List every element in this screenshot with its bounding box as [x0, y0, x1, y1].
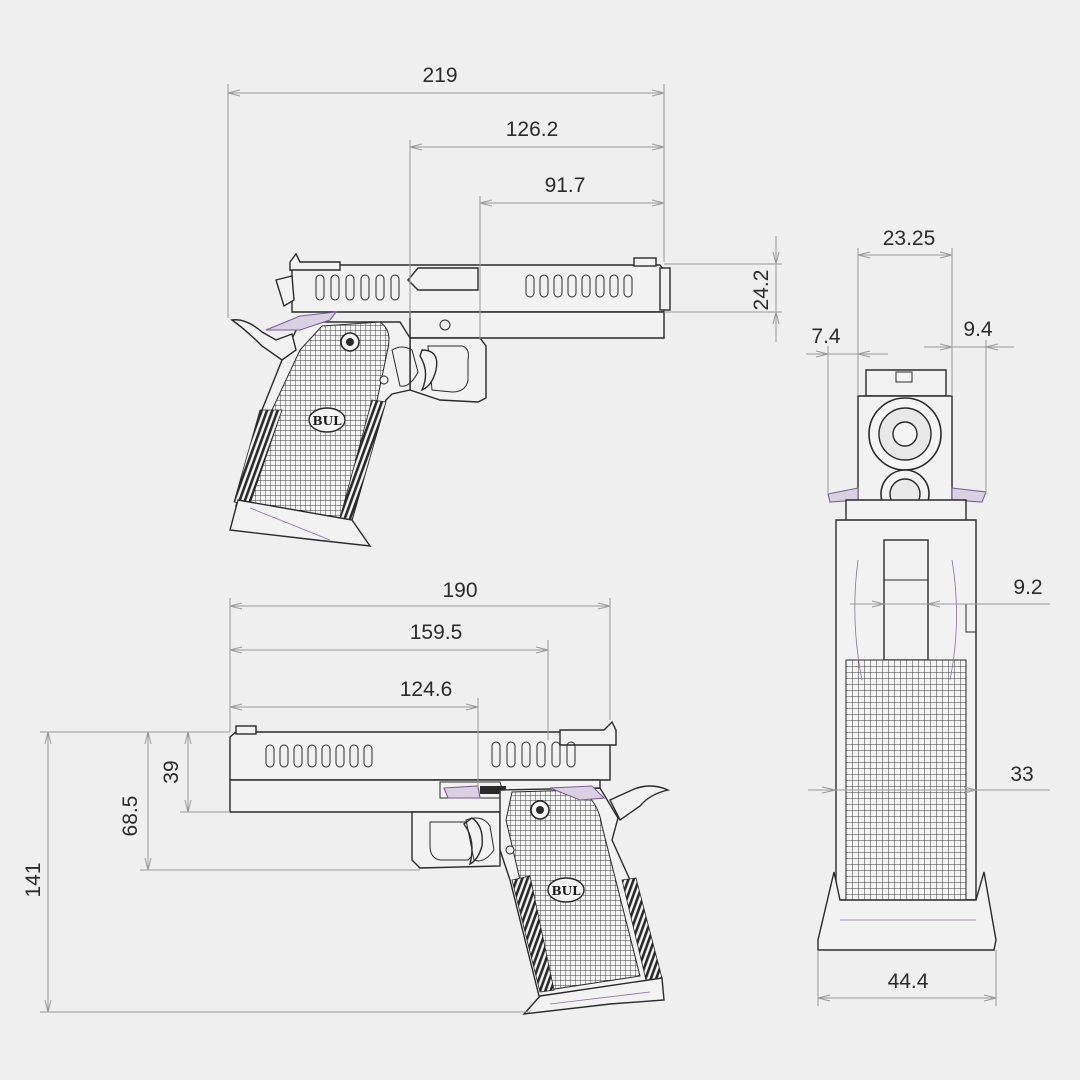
grip-logo-bottom: BUL [551, 884, 581, 898]
dim-overall-height: 141 [22, 862, 45, 897]
dim-barrel-length: 91.7 [545, 174, 586, 197]
dim-grip-9-2: 9.2 [1013, 576, 1042, 599]
dim-height-39: 39 [160, 760, 183, 783]
dim-slide-height: 24.2 [750, 270, 773, 311]
dim-height-68: 68.5 [119, 796, 142, 837]
dim-length-159: 159.5 [410, 621, 463, 644]
grip-logo-top: BUL [312, 414, 342, 428]
pistol-front-view [817, 369, 997, 951]
dimensions: 219 126.2 91.7 24.2 190 159.5 124.6 [22, 64, 1050, 1013]
pistol-side-view-left: BUL [229, 252, 671, 547]
dim-safety-left: 7.4 [811, 325, 841, 348]
dim-safety-right: 9.4 [963, 318, 993, 341]
dim-length-124: 124.6 [400, 678, 453, 701]
dim-grip-width: 33 [1010, 763, 1033, 786]
dim-overall-length-2: 190 [442, 579, 477, 602]
dim-basepad-width: 44.4 [888, 970, 929, 993]
dim-overall-length: 219 [422, 64, 457, 87]
dim-slide-width: 23.25 [883, 227, 936, 250]
pistol-side-view-right: BUL [229, 720, 671, 1015]
dim-barrel-to-guard: 126.2 [506, 118, 559, 141]
